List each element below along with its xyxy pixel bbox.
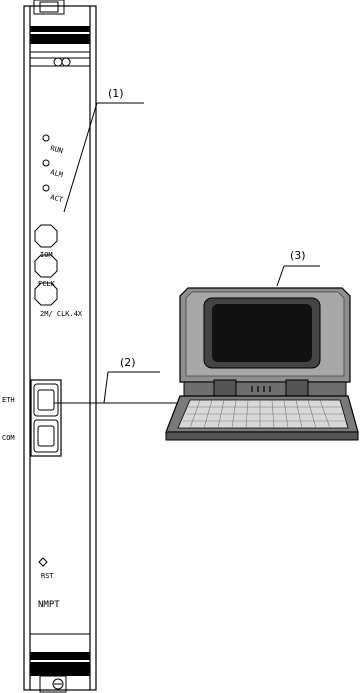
led-act-label: ACT [49,193,64,204]
port-fclk-label: FCLK [38,280,56,288]
laptop-screen [212,304,312,362]
callout-2-label: (2) [120,356,136,369]
jack-com-label: COM [2,434,15,442]
port-iom: IOM [34,224,58,259]
port-2m-clk: 2M/ CLK.4X [34,282,83,318]
callout-3-label: (3) [290,249,306,262]
led-alm: ALM [42,159,64,179]
top-latch [30,0,90,67]
callout-1-label: (1) [108,87,124,100]
jack-block: ETH COM [2,379,62,457]
callout-2 [54,371,186,404]
callout-1 [63,102,144,213]
reset-button: RST [38,557,54,580]
led-act: ACT [42,184,65,204]
bottom-latch [30,633,90,693]
board [23,5,97,691]
callout-3 [276,265,320,287]
jack-eth-label: ETH [2,396,15,404]
reset-label: RST [41,572,54,580]
board-frame [23,5,97,691]
port-2m-clk-label: 2M/ CLK.4X [40,310,83,318]
led-run-label: RUN [49,144,63,155]
board-name: NMPT [38,600,60,610]
led-run: RUN [42,134,64,155]
led-alm-label: ALM [49,168,63,179]
port-fclk: FCLK [34,254,58,288]
laptop [165,287,359,441]
